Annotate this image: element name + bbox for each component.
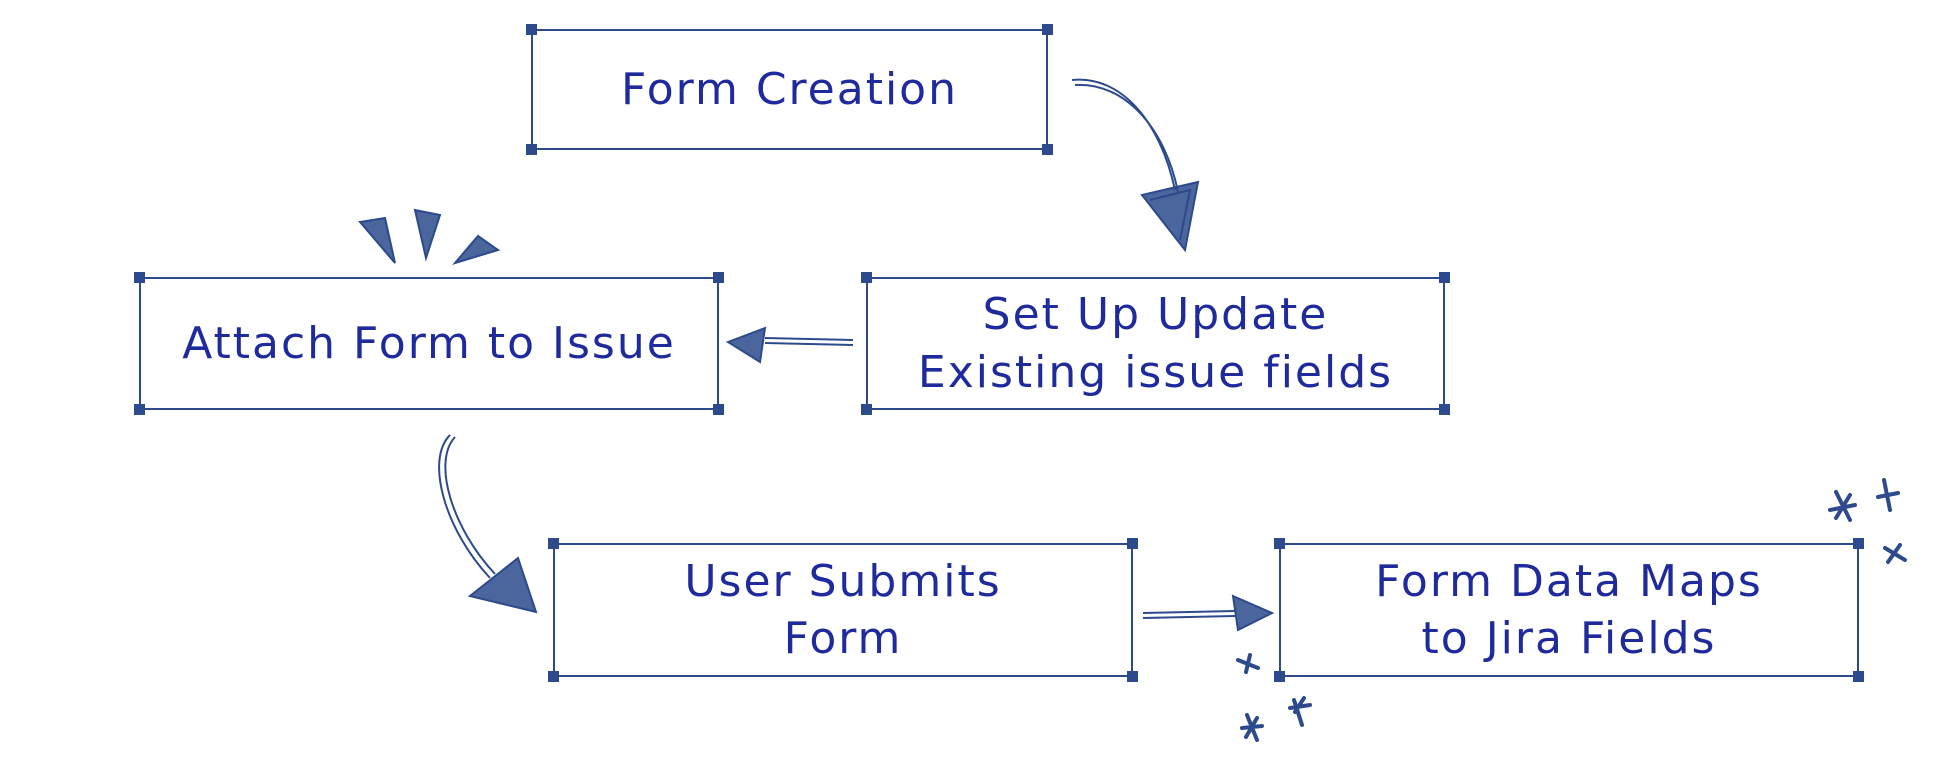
box-form-data-maps: Form Data Maps to Jira Fields bbox=[1274, 538, 1864, 682]
corner-handle bbox=[548, 538, 559, 549]
corner-handle bbox=[1439, 404, 1450, 415]
box-label: Form Creation bbox=[621, 63, 958, 115]
corner-handle bbox=[1439, 272, 1450, 283]
corner-handle bbox=[1853, 671, 1864, 682]
corner-handle bbox=[713, 272, 724, 283]
corner-handle bbox=[1274, 671, 1285, 682]
corner-handle bbox=[1042, 144, 1053, 155]
corner-handle bbox=[134, 404, 145, 415]
corner-handle bbox=[1042, 24, 1053, 35]
corner-handle bbox=[134, 272, 145, 283]
box-label-line1: Form Data Maps bbox=[1375, 555, 1763, 607]
corner-handle bbox=[861, 272, 872, 283]
box-form-creation: Form Creation bbox=[526, 24, 1053, 155]
arrow-formcreation-to-setup bbox=[1071, 78, 1200, 253]
arrow-submits-to-formdata bbox=[1142, 594, 1275, 632]
box-label-line1: User Submits bbox=[684, 555, 1002, 607]
corner-handle bbox=[1274, 538, 1285, 549]
corner-handle bbox=[1127, 538, 1138, 549]
corner-handle bbox=[861, 404, 872, 415]
box-label-line2: to Jira Fields bbox=[1421, 613, 1717, 664]
box-user-submits: User Submits Form bbox=[548, 538, 1138, 682]
box-label-line2: Existing issue fields bbox=[917, 346, 1394, 398]
corner-handle bbox=[526, 144, 537, 155]
asterisk-decoration bbox=[1236, 478, 1907, 742]
box-label-line1: Set Up Update bbox=[982, 289, 1329, 341]
box-label: Attach Form to Issue bbox=[182, 317, 676, 369]
box-label-line2: Form bbox=[783, 613, 903, 664]
corner-handle bbox=[548, 671, 559, 682]
corner-handle bbox=[526, 24, 537, 35]
corner-handle bbox=[713, 404, 724, 415]
box-attach-form: Attach Form to Issue bbox=[134, 272, 724, 415]
box-set-up-update: Set Up Update Existing issue fields bbox=[861, 272, 1450, 415]
corner-handle bbox=[1127, 671, 1138, 682]
sparkle-decoration bbox=[358, 208, 501, 265]
corner-handle bbox=[1853, 538, 1864, 549]
arrow-setup-to-attach bbox=[725, 326, 854, 364]
arrow-attach-to-submits bbox=[438, 434, 538, 614]
